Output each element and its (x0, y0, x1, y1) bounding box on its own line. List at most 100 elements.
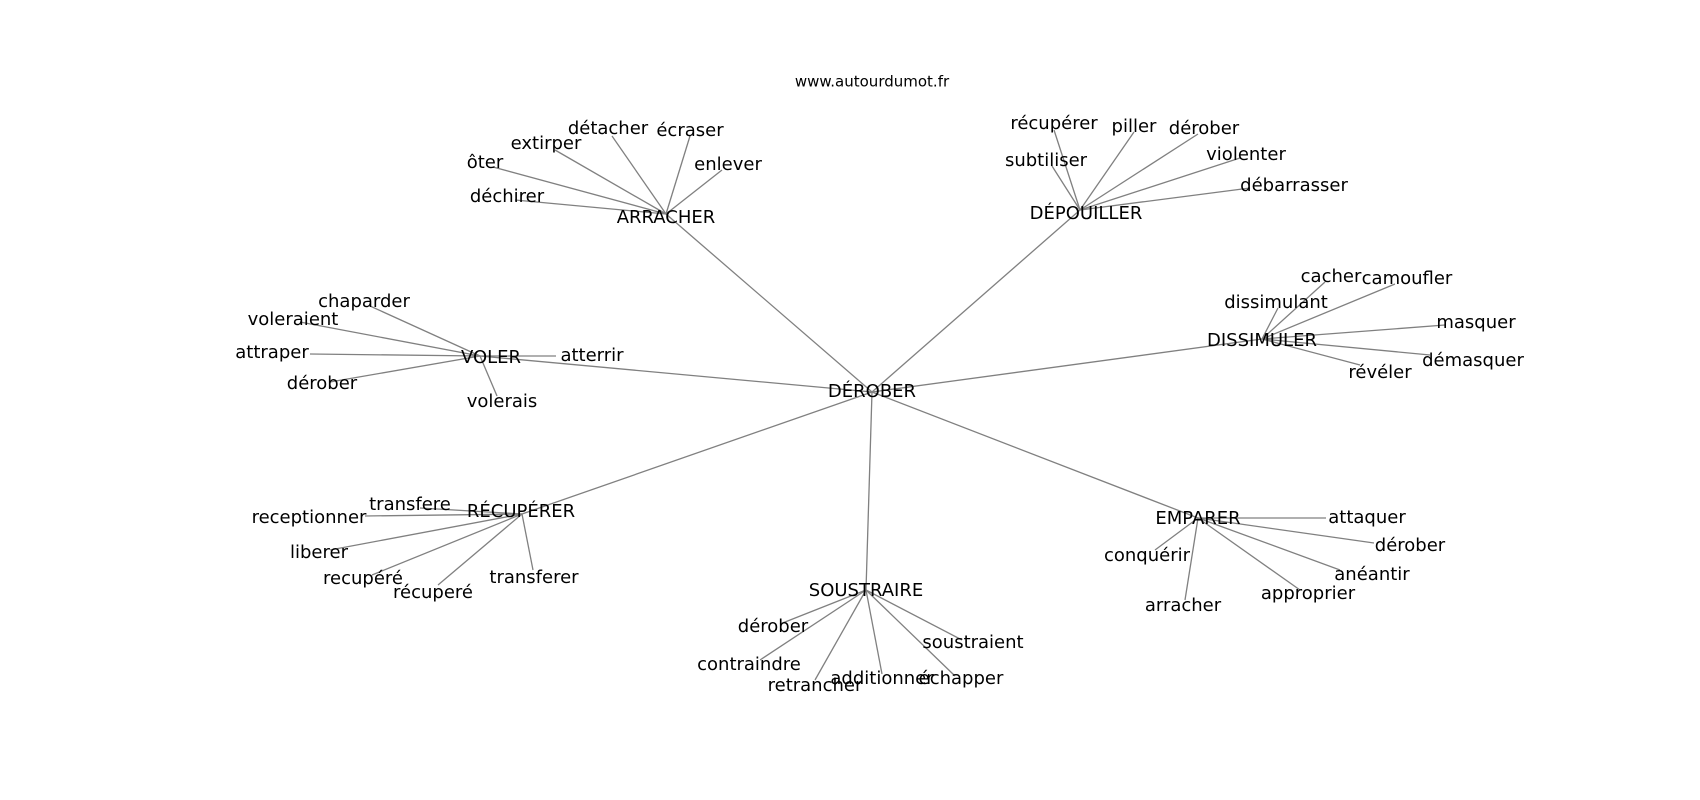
leaf-node-label: conquérir (1104, 545, 1191, 566)
edge-hub-to-leaf (1051, 165, 1081, 211)
edge-hub-to-leaf (521, 513, 534, 571)
hub-node-label: VOLER (461, 347, 521, 368)
edge-hub-to-leaf (1197, 517, 1341, 571)
edge-center-to-hub (871, 391, 1199, 519)
leaf-node-label: soustraient (922, 632, 1023, 653)
edge-hub-to-leaf (1154, 517, 1199, 551)
hub-node-label: RÉCUPÉRER (467, 500, 575, 522)
edge-hub-to-leaf (329, 513, 523, 551)
leaf-node-label: attraper (235, 342, 309, 363)
leaf-node-label: retrancher (768, 675, 863, 696)
edge-center-to-hub (665, 213, 873, 393)
edge-hub-to-leaf (1261, 283, 1396, 340)
edge-hub-to-leaf (329, 355, 481, 383)
edge-center-to-hub (521, 391, 873, 515)
graph-labels: DÉROBER ARRACHER détacher écraser extirper ôt… (235, 113, 1524, 696)
edge-hub-to-leaf (364, 513, 523, 517)
leaf-node-label: récuperé (393, 582, 473, 603)
edge-hub-to-leaf (814, 589, 867, 681)
leaf-node-label: liberer (290, 542, 349, 563)
leaf-node-label: échapper (919, 668, 1004, 689)
edge-hub-to-leaf (1079, 131, 1135, 211)
edge-hub-to-leaf (1261, 324, 1446, 340)
leaf-node-label: ôter (467, 152, 504, 173)
leaf-node-label: enlever (694, 154, 762, 175)
leaf-node-label: récupérer (1010, 113, 1098, 134)
edge-hub-to-leaf (1261, 281, 1326, 340)
edge-hub-to-leaf (479, 355, 498, 397)
leaf-node-label: camoufler (1362, 268, 1453, 289)
hub-node-label: DÉPOUILLER (1030, 202, 1143, 224)
leaf-node-label: dérober (738, 616, 809, 637)
edge-hub-to-leaf (1261, 307, 1279, 340)
edge-hub-to-leaf (665, 169, 723, 215)
edge-hub-to-leaf (419, 507, 523, 515)
edge-hub-to-leaf (1079, 133, 1199, 211)
center-node-label: DÉROBER (828, 380, 916, 402)
edge-hub-to-leaf (1053, 129, 1081, 211)
edge-hub-to-leaf (437, 513, 523, 586)
leaf-node-label: subtiliser (1005, 150, 1088, 171)
leaf-node-label: dérober (1375, 535, 1446, 556)
leaf-node-label: voleraient (248, 309, 339, 330)
leaf-node-label: révéler (1348, 362, 1412, 383)
edge-center-to-hub (865, 391, 873, 591)
leaf-node-label: attaquer (1328, 507, 1406, 528)
leaf-node-label: dissimulant (1224, 292, 1328, 313)
leaf-node-label: atterrir (560, 345, 624, 366)
leaf-node-label: violenter (1206, 144, 1286, 165)
leaf-node-label: additionner (830, 668, 934, 689)
hub-node-label: SOUSTRAIRE (809, 580, 923, 601)
leaf-node-label: receptionner (252, 507, 367, 528)
edge-hub-to-leaf (299, 321, 481, 357)
leaf-node-label: débarrasser (1240, 175, 1348, 196)
edge-center-to-hub (871, 338, 1263, 393)
leaf-node-label: anéantir (1334, 564, 1410, 585)
edge-hub-to-leaf (1197, 517, 1375, 544)
leaf-node-label: contraindre (697, 654, 801, 675)
leaf-node-label: cacher (1301, 266, 1362, 287)
edge-center-to-hub (479, 355, 873, 393)
hub-node-label: DISSIMULER (1207, 330, 1317, 351)
site-url: www.autourdumot.fr (795, 73, 950, 91)
hub-node-label: EMPARER (1155, 508, 1240, 529)
edge-hub-to-leaf (865, 589, 956, 677)
edge-hub-to-leaf (779, 589, 867, 625)
edge-hub-to-leaf (665, 135, 691, 215)
edge-hub-to-leaf (554, 149, 667, 215)
leaf-node-label: écraser (656, 120, 724, 141)
edge-hub-to-leaf (759, 589, 867, 661)
edge-hub-to-leaf (492, 166, 667, 215)
edge-hub-to-leaf (611, 135, 667, 215)
edge-hub-to-leaf (1079, 157, 1241, 211)
leaf-node-label: dérober (287, 373, 358, 394)
leaf-node-label: piller (1112, 116, 1158, 137)
edge-hub-to-leaf (514, 199, 667, 215)
edge-hub-to-leaf (369, 305, 481, 357)
leaf-node-label: transferer (489, 567, 579, 588)
leaf-node-label: extirper (511, 133, 582, 154)
edge-hub-to-leaf (1261, 338, 1431, 356)
graph-edges (299, 129, 1446, 681)
edge-hub-to-leaf (1261, 338, 1361, 366)
leaf-node-label: déchirer (470, 186, 545, 207)
leaf-node-label: transfere (369, 494, 451, 515)
edge-hub-to-leaf (309, 353, 481, 357)
leaf-node-label: détacher (568, 118, 649, 139)
edge-hub-to-leaf (865, 589, 883, 675)
leaf-node-label: volerais (467, 391, 538, 412)
edge-hub-to-leaf (371, 513, 523, 576)
leaf-node-label: démasquer (1422, 350, 1524, 371)
leaf-node-label: recupéré (323, 568, 403, 589)
leaf-node-label: dérober (1169, 118, 1240, 139)
edge-center-to-hub (871, 209, 1081, 393)
edge-hub-to-leaf (1184, 517, 1199, 601)
leaf-node-label: chaparder (318, 291, 410, 312)
edge-hub-to-leaf (865, 589, 963, 641)
leaf-node-label: masquer (1436, 312, 1516, 333)
edge-hub-to-leaf (1079, 187, 1251, 211)
edge-hub-to-leaf (1197, 517, 1301, 591)
hub-node-label: ARRACHER (617, 207, 716, 228)
leaf-node-label: approprier (1261, 583, 1356, 604)
